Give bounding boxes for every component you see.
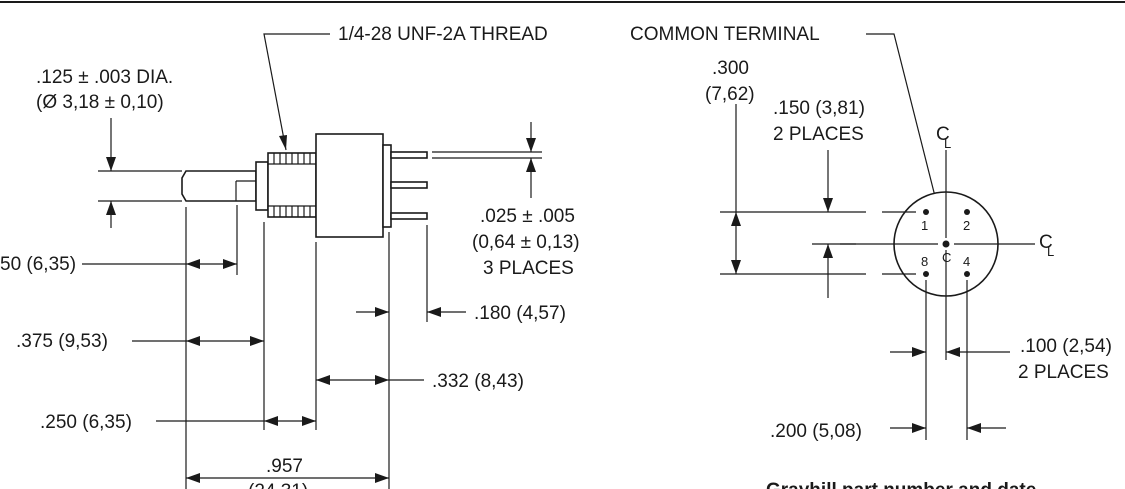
pin-2 xyxy=(964,209,970,215)
dim-100-places-label: 2 PLACES xyxy=(1018,362,1109,383)
centerline-symbol-vertical: C xyxy=(936,124,950,145)
terminal-places-label: 3 PLACES xyxy=(483,258,574,279)
footer-note: Grayhill part number and date xyxy=(766,480,1036,489)
terminal-1 xyxy=(390,151,428,159)
centerline-symbol-vertical-sub: L xyxy=(944,136,951,151)
dim-100-label: .100 (2,54) xyxy=(1020,336,1112,357)
common-terminal-label: COMMON TERMINAL xyxy=(630,24,820,45)
pin-1 xyxy=(923,209,929,215)
end-view: COMMON TERMINAL C L C L 1 2 8 4 C .300 xyxy=(630,24,1112,489)
dim-250-label: .250 (6,35) xyxy=(40,412,132,433)
pin-4-label: 4 xyxy=(963,254,970,269)
centerline-symbol-horizontal-sub: L xyxy=(1047,244,1054,259)
pin-common-label: C xyxy=(942,250,951,265)
dim-300-label: .300 xyxy=(712,58,749,79)
pin-1-label: 1 xyxy=(921,218,928,233)
pin-2-label: 2 xyxy=(963,218,970,233)
pin-4 xyxy=(964,271,970,277)
dim-957-mm-label: (24,31) xyxy=(248,481,308,489)
dim-180-label: .180 (4,57) xyxy=(474,303,566,324)
dim-150-label: .150 (3,81) xyxy=(773,98,865,119)
terminal-2 xyxy=(390,181,428,189)
dim-375-label: .375 (9,53) xyxy=(16,331,108,352)
terminal-size-mm-label: (0,64 ± 0,13) xyxy=(472,232,580,253)
terminal-size-label: .025 ± .005 xyxy=(480,206,575,227)
thread-marks xyxy=(268,153,316,217)
shaft-dia-label: .125 ± .003 DIA. xyxy=(36,67,173,88)
pin-common xyxy=(942,240,950,248)
dim-150-places-label: 2 PLACES xyxy=(773,124,864,145)
dim-200-label: .200 (5,08) xyxy=(770,421,862,442)
shaft-dia-mm-label: (Ø 3,18 ± 0,10) xyxy=(36,92,164,113)
switch-body xyxy=(315,133,384,238)
centerline-symbol-horizontal: C xyxy=(1039,232,1053,253)
thread-label: 1/4-28 UNF-2A THREAD xyxy=(338,24,548,45)
terminal-plate xyxy=(382,144,392,228)
pin-8-label: 8 xyxy=(921,254,928,269)
terminal-3 xyxy=(390,212,428,220)
dim-300-mm-label: (7,62) xyxy=(705,84,755,105)
bushing-collar xyxy=(255,161,269,211)
dim-shaft-flat-label: 50 (6,35) xyxy=(0,254,76,275)
pin-8 xyxy=(923,271,929,277)
dim-332-label: .332 (8,43) xyxy=(432,371,524,392)
side-view: 1/4-28 UNF-2A THREAD .125 ± .003 DIA. (Ø… xyxy=(0,24,580,489)
shaft xyxy=(181,170,257,202)
dim-957-label: .957 xyxy=(266,456,303,477)
